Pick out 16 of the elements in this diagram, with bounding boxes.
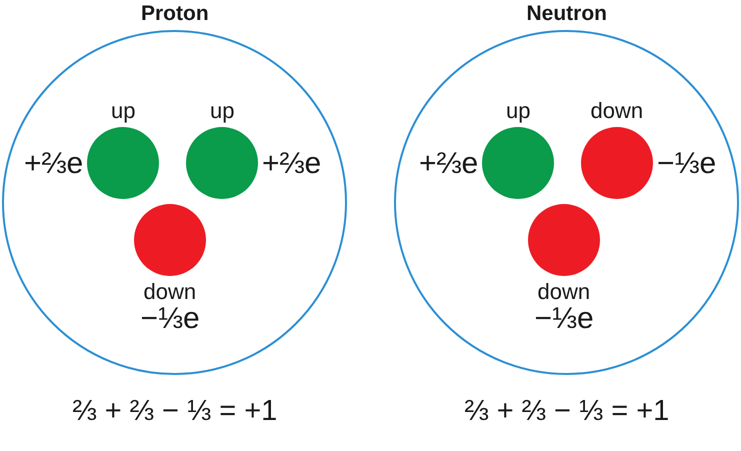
charge-label: −⅓e (140, 302, 200, 335)
equation: ⅔ + ⅔ − ⅓ = +1 (464, 396, 670, 428)
charge-label: +⅔e (419, 146, 478, 180)
quark-label: up (210, 99, 234, 124)
quark-label: up (111, 99, 136, 124)
charge-label: +⅔e (262, 146, 322, 180)
charge-label: +⅔e (24, 146, 84, 180)
heading: Proton (141, 2, 209, 26)
quark-label: down (144, 280, 196, 304)
equation: ⅔ + ⅔ − ⅓ = +1 (72, 396, 278, 428)
quark-label: up (506, 99, 530, 124)
quark-label: down (538, 280, 590, 304)
charge-label: −⅓e (657, 146, 716, 180)
heading: Neutron (526, 2, 607, 26)
charge-label: −⅓e (534, 302, 594, 335)
quark-label: down (590, 99, 644, 124)
